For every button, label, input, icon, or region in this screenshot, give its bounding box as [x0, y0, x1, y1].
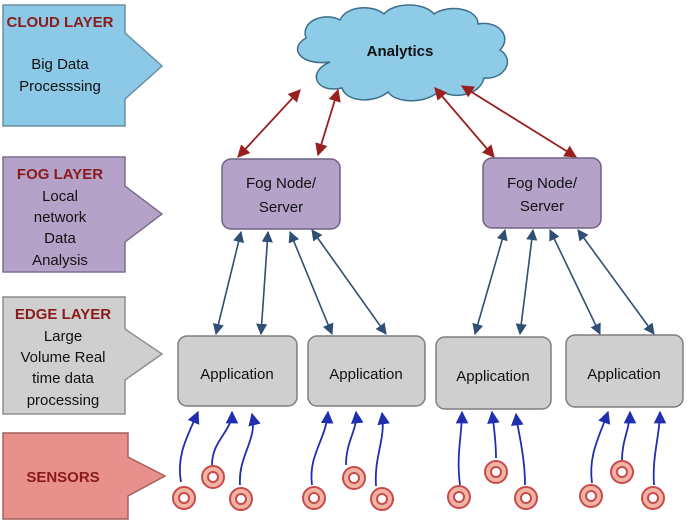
edge-layer-line-3: time data	[32, 370, 94, 387]
fog-layer-line-4: Analysis	[32, 252, 88, 269]
analytics-cloud: Analytics	[296, 4, 508, 102]
fog-node-1: Fog Node/ Server	[221, 158, 341, 230]
fog-app-arrow-4	[311, 229, 387, 335]
sensor-2	[201, 465, 225, 489]
sensor-11	[610, 460, 634, 484]
fog-app-arrow-2	[256, 230, 273, 336]
sensor-arrow-1	[179, 410, 200, 483]
sensor-6	[370, 487, 394, 511]
fog-app-arrow-8	[577, 229, 655, 335]
fog-app-arrow-3	[288, 230, 334, 336]
fog-layer-line-1: Local	[42, 188, 78, 205]
analytics-label: Analytics	[367, 43, 434, 60]
fog-app-arrow-7	[549, 228, 601, 336]
application-box-1: Application	[177, 335, 298, 407]
fog-layer-line-2: network	[34, 209, 87, 226]
sensor-arrow-4	[310, 410, 334, 486]
application-box-3: Application	[435, 336, 552, 410]
fog-layer-line-3: Data	[44, 230, 76, 247]
sensor-arrow-8	[487, 410, 500, 459]
sensor-arrow-5	[345, 410, 364, 466]
application-box-4: Application	[565, 334, 684, 408]
sensor-12	[641, 486, 665, 510]
cloud-fog-arrow-4	[460, 85, 578, 158]
sensors-layer-title: SENSORS	[26, 469, 99, 486]
cloud-fog-arrow-1	[237, 89, 301, 158]
fog-app-arrow-1	[212, 230, 245, 336]
fog-app-arrow-5	[472, 228, 508, 336]
edge-layer-line-2: Volume Real	[20, 349, 105, 366]
cloud-layer-label: CLOUD LAYER Big Data Processsing	[2, 4, 164, 127]
cloud-layer-line-2: Processsing	[19, 78, 101, 95]
fog-node-2-line-2: Server	[520, 198, 564, 215]
fog-layer-label: FOG LAYER Local network Data Analysis	[2, 156, 164, 273]
cloud-layer-title: CLOUD LAYER	[7, 14, 114, 31]
cloud-fog-arrow-3	[434, 87, 495, 158]
edge-layer-line-4: processing	[27, 392, 100, 409]
sensor-arrow-9	[510, 412, 526, 486]
cloud-fog-connections	[237, 85, 578, 158]
sensor-nodes	[172, 460, 665, 511]
sensor-7	[447, 485, 471, 509]
edge-layer-title: EDGE LAYER	[15, 306, 111, 323]
fog-layer-title: FOG LAYER	[17, 166, 103, 183]
cloud-fog-arrow-2	[315, 88, 341, 157]
sensor-9	[514, 486, 538, 510]
cloud-layer-line-1: Big Data	[31, 56, 89, 73]
sensor-arrow-7	[455, 410, 469, 486]
application-box-2: Application	[307, 335, 426, 407]
application-label-1: Application	[200, 366, 273, 383]
fog-node-2: Fog Node/ Server	[482, 157, 602, 229]
sensor-4	[302, 486, 326, 510]
application-label-3: Application	[456, 368, 529, 385]
sensor-8	[484, 460, 508, 484]
fog-node-1-line-2: Server	[259, 199, 303, 216]
edge-layer-label: EDGE LAYER Large Volume Real time data p…	[2, 296, 164, 415]
sensor-arrow-10	[590, 410, 611, 484]
sensor-arrow-6	[374, 411, 390, 487]
fog-app-connections	[212, 228, 655, 336]
sensor-arrow-11	[621, 410, 637, 461]
sensor-arrow-3	[239, 412, 261, 486]
sensor-arrow-2	[211, 410, 239, 466]
sensors-layer-label: SENSORS	[2, 432, 167, 520]
edge-layer-line-1: Large	[44, 328, 82, 345]
sensor-1	[172, 486, 196, 510]
application-label-4: Application	[587, 366, 660, 383]
fog-node-2-line-1: Fog Node/	[507, 175, 578, 192]
sensor-connections	[179, 410, 667, 487]
sensor-10	[579, 484, 603, 508]
sensor-5	[342, 466, 366, 490]
application-label-2: Application	[329, 366, 402, 383]
sensor-3	[229, 487, 253, 511]
fog-node-1-line-1: Fog Node/	[246, 175, 317, 192]
fog-app-arrow-6	[515, 228, 538, 336]
sensor-arrow-12	[652, 410, 667, 486]
